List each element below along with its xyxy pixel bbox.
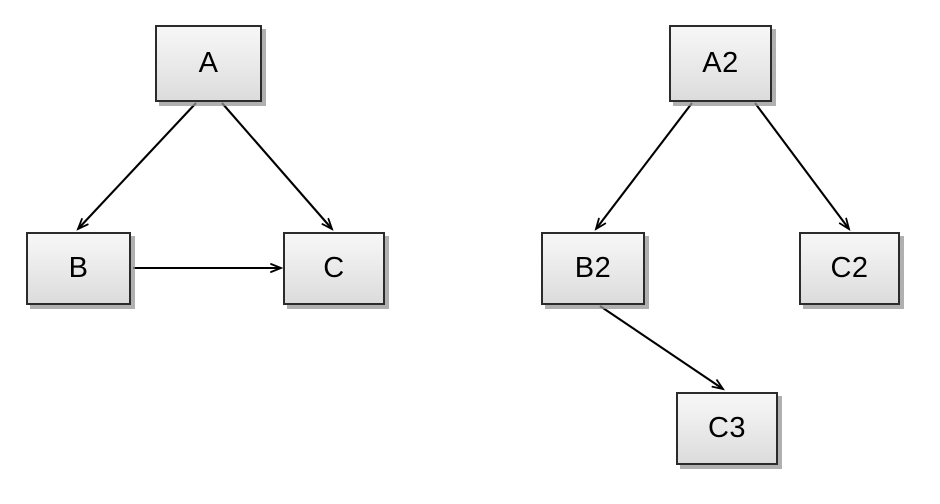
node-c[interactable]: C <box>283 232 385 305</box>
node-a[interactable]: A <box>155 25 262 102</box>
node-b[interactable]: B <box>26 232 131 305</box>
node-a2[interactable]: A2 <box>669 25 772 102</box>
edge-a-to-c <box>221 102 334 231</box>
edge-b2-to-c3 <box>599 305 726 391</box>
edge-a-to-b <box>76 102 197 231</box>
node-b2[interactable]: B2 <box>541 232 645 305</box>
node-c3[interactable]: C3 <box>676 392 778 465</box>
node-c2[interactable]: C2 <box>799 232 900 305</box>
edge-a2-to-b2 <box>594 102 693 231</box>
edge-a2-to-c2 <box>754 102 851 231</box>
